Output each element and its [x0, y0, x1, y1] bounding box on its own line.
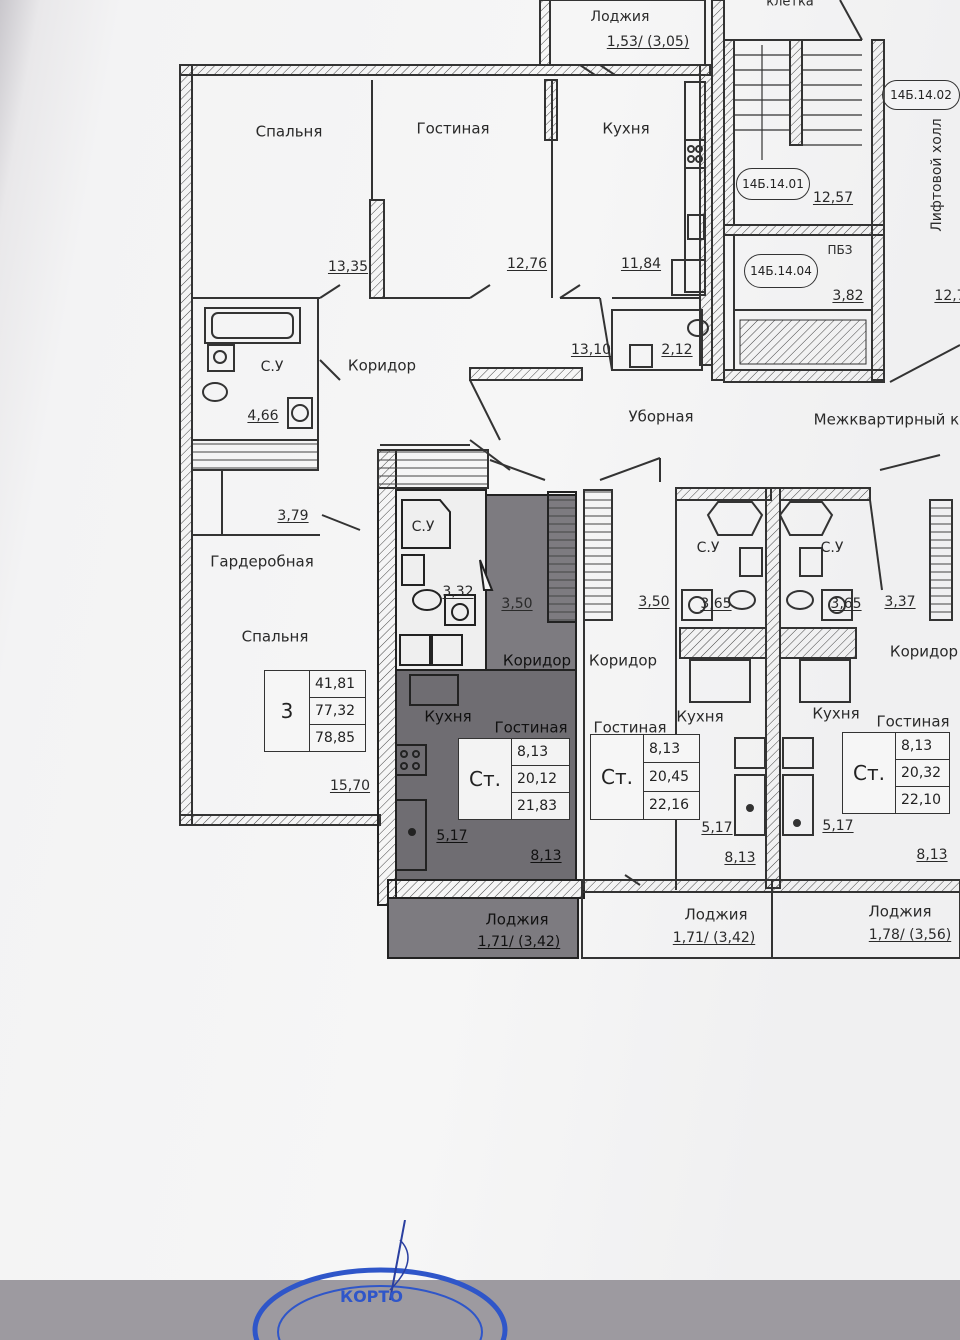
studio-a-summary-with-loggia: 21,83 — [517, 798, 558, 814]
studio-c — [675, 487, 960, 959]
studio-a-summary-living: 8,13 — [512, 739, 569, 766]
studio-b-living-area: 8,13 — [724, 850, 756, 866]
apt3-living-area: 12,76 — [506, 256, 548, 272]
studio-a-kitchen-label: Кухня — [424, 707, 472, 726]
stair-block — [711, 0, 885, 383]
studio-c-loggia-label: Лоджия — [868, 902, 932, 921]
studio-c-summary-total: 20,32 — [896, 760, 949, 787]
apt3-living-label: Гостиная — [416, 119, 490, 138]
studio-b-summary-rooms: Ст. — [591, 735, 644, 819]
apt3-bedroom1-area: 13,35 — [327, 259, 369, 275]
stair-label: клетка — [766, 0, 814, 10]
studio-a-summary-total: 20,12 — [512, 766, 569, 793]
tag-14b1402: 14Б.14.02 — [882, 80, 960, 110]
studio-b-loggia-label: Лоджия — [684, 905, 748, 924]
studio-b-corridor-label: Коридор — [588, 651, 658, 670]
studio-b-summary-with-loggia: 22,16 — [649, 797, 690, 814]
studio-a-loggia-label: Лоджия — [485, 910, 549, 929]
stamp-text: КОРТО — [340, 1287, 403, 1306]
studio-c-kitchen-area: 5,17 — [822, 818, 854, 834]
official-stamp: КОРТО — [252, 1220, 508, 1340]
studio-b-kitchen-label: Кухня — [676, 707, 724, 726]
studio-a-summary-box: Ст. 8,13 20,12 21,83 — [458, 738, 570, 820]
corridor-walls — [380, 344, 960, 482]
apt3-wardrobe-label: Гардеробная — [210, 552, 314, 571]
studio-a — [377, 449, 585, 959]
studio-a-living-area: 8,13 — [530, 848, 562, 864]
studio-a-kitchen-area: 5,17 — [436, 828, 468, 844]
apt3-walls — [179, 0, 713, 826]
studio-a-loggia-area: 1,71/ (3,42) — [477, 934, 561, 950]
studio-c-bath-area: 3,65 — [830, 596, 862, 612]
apt3-corridor-area: 13,10 — [570, 342, 612, 358]
studio-c-kitchen-label: Кухня — [812, 704, 860, 723]
tag-14b1401: 14Б.14.01 — [736, 168, 810, 200]
studio-c-summary-rooms: Ст. — [843, 733, 896, 813]
studio-c-loggia-area: 1,78/ (3,56) — [868, 927, 952, 943]
studio-c-living-label: Гостиная — [876, 712, 950, 731]
apt3-summary-living: 41,81 — [310, 671, 365, 698]
lift-hall-label: Лифтовой холл — [929, 118, 945, 232]
apt3-bedroom2-label: Спальня — [241, 627, 309, 646]
apt3-kitchen-label: Кухня — [602, 119, 650, 138]
studio-b-bath-area: 3,65 — [700, 596, 732, 612]
studio-b-kitchen-area: 5,17 — [701, 820, 733, 836]
top-loggia-area: 1,53/ (3,05) — [606, 34, 690, 50]
pbz-label: ПБЗ — [827, 243, 853, 257]
apt3-summary-rooms: 3 — [265, 671, 310, 751]
studio-c-living-area: 8,13 — [916, 847, 948, 863]
studio-c-corridor-label: Коридор — [889, 642, 959, 661]
studio-b-bath-label: С.У — [696, 540, 720, 556]
studio-c-summary-with-loggia: 22,10 — [901, 792, 942, 808]
apt3-kitchen-area: 11,84 — [620, 256, 662, 272]
studio-a-corridor-label: Коридор — [502, 651, 572, 670]
apt3-corridor-label: Коридор — [347, 356, 417, 375]
tag-14b1401-area: 12,57 — [812, 190, 854, 206]
apt3-summary-box: 3 41,81 77,32 78,85 — [264, 670, 366, 752]
studio-b-loggia-area: 1,71/ (3,42) — [672, 930, 756, 946]
apt3-bath-area: 4,66 — [247, 408, 279, 424]
apt3-summary-total: 77,32 — [310, 698, 365, 725]
studio-b-summary-living: 8,13 — [644, 735, 699, 764]
studio-c-bath-label: С.У — [820, 540, 844, 556]
tag-14b1404: 14Б.14.04 — [744, 254, 818, 288]
studio-c-summary-box: Ст. 8,13 20,32 22,10 — [842, 732, 950, 814]
studio-a-living-label: Гостиная — [494, 718, 568, 737]
studio-a-summary-rooms: Ст. — [459, 739, 512, 819]
studio-b-summary-box: Ст. 8,13 20,45 22,16 — [590, 734, 700, 820]
studio-b — [581, 489, 773, 959]
studio-a-corridor-area: 3,50 — [501, 596, 533, 612]
studio-c-summary-living: 8,13 — [896, 733, 949, 760]
interflat-corridor-label: Межквартирный ко — [813, 410, 960, 429]
studio-b-living-label: Гостиная — [593, 718, 667, 737]
right-edge-area: 12,7 — [934, 288, 960, 304]
pbz-area: 3,82 — [832, 288, 864, 304]
apt3-wc-area: 2,12 — [661, 342, 693, 358]
studio-b-corridor-area: 3,50 — [638, 594, 670, 610]
studio-a-bath-label: С.У — [411, 519, 435, 535]
studio-c-corridor-area: 3,37 — [884, 594, 916, 610]
apt3-bedroom1-label: Спальня — [255, 122, 323, 141]
studio-b-summary-total: 20,45 — [644, 763, 699, 792]
common-wc-label: Уборная — [628, 407, 694, 426]
top-loggia-label: Лоджия — [590, 9, 650, 25]
apt3-summary-with-loggia: 78,85 — [315, 730, 356, 746]
apt3-wardrobe-area: 3,79 — [277, 508, 309, 524]
studio-a-bath-area: 3,32 — [442, 584, 474, 600]
apt3-bedroom2-area: 15,70 — [329, 778, 371, 794]
apt3-bath-label: С.У — [260, 359, 284, 375]
